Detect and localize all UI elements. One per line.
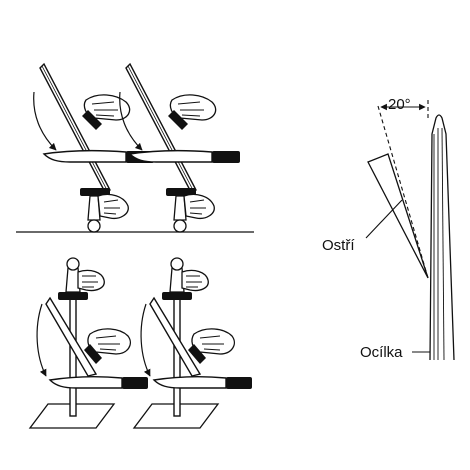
angle-label: 20°: [388, 96, 411, 113]
steel-label: Ocílka: [360, 344, 403, 361]
steel-rod: [429, 114, 455, 361]
sharpening-step-bottom-left: [30, 258, 148, 428]
angle-detail: [365, 100, 455, 361]
sharpening-step-top-right: [120, 64, 240, 232]
sharpening-step-bottom-right: [134, 258, 252, 428]
blade-label: Ostří: [322, 237, 355, 254]
sharpening-step-top-left: [34, 64, 154, 232]
blade-wedge: [367, 153, 429, 279]
